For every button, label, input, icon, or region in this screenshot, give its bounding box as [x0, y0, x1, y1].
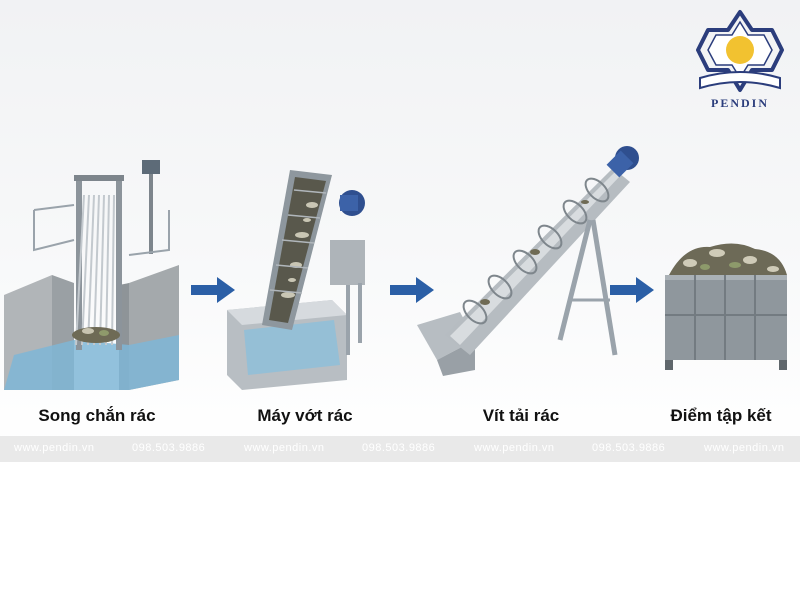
arrow-right-icon [191, 277, 235, 303]
arrow-right-icon [390, 277, 434, 303]
step-label-rake-screen: Máy vớt rác [257, 406, 353, 425]
watermark-phone: 098.503.9886 [362, 442, 436, 454]
watermark-site: www.pendin.vn [474, 442, 555, 454]
mechanical-rake-screen-illustration [227, 170, 365, 390]
watermark-site: www.pendin.vn [14, 442, 95, 454]
logo-emblem-icon [696, 10, 784, 92]
watermark-phone: 098.503.9886 [592, 442, 666, 454]
screw-conveyor-illustration [417, 146, 639, 376]
pendin-logo: PENDIN [690, 8, 790, 118]
step-label-collection-point: Điểm tập kết [670, 406, 772, 425]
bar-screen-illustration [4, 160, 179, 390]
watermark-strip: www.pendin.vn 098.503.9886 www.pendin.vn… [0, 436, 800, 462]
logo-text: PENDIN [710, 96, 769, 110]
arrow-right-icon [610, 277, 654, 303]
step-label-screw-conveyor: Vít tải rác [482, 406, 560, 425]
step-label-bar-screen: Song chắn rác [38, 406, 156, 425]
watermark-site: www.pendin.vn [704, 442, 785, 454]
watermark-site: www.pendin.vn [244, 442, 325, 454]
trash-container-illustration [665, 243, 787, 370]
watermark-phone: 098.503.9886 [132, 442, 206, 454]
